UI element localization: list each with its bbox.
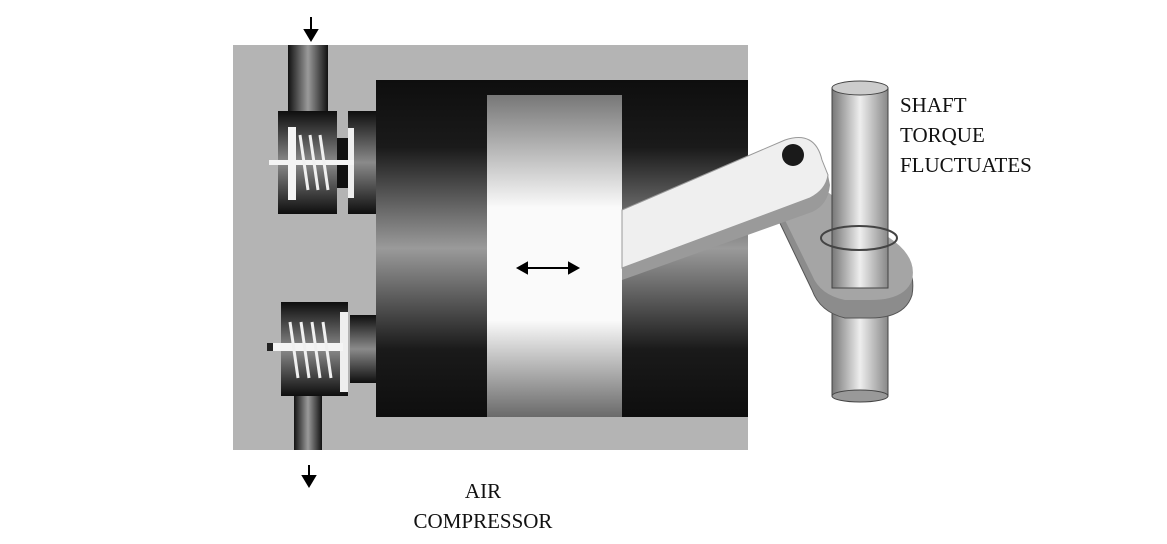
label-line: FLUCTUATES [900, 153, 1032, 177]
double-arrow-icon [515, 261, 581, 275]
label-line: TORQUE [900, 123, 985, 147]
outlet-valve-plate [340, 312, 348, 392]
arrow-down-icon [303, 17, 319, 42]
crank-pin [782, 144, 804, 166]
outlet-spring [288, 321, 333, 379]
outlet-pipe [294, 395, 322, 450]
outlet-valve-port [350, 315, 376, 383]
shaft-top [831, 80, 889, 96]
label-line: AIR [464, 479, 502, 503]
label-line: SHAFT [900, 93, 967, 117]
shaft-torque-label: SHAFT TORQUE FLUCTUATES [900, 90, 1032, 180]
arrow-down-icon [301, 465, 317, 488]
inlet-valve-stem [269, 160, 354, 165]
piston [487, 95, 622, 417]
inlet-pipe [288, 45, 328, 115]
shaft-collar [820, 225, 898, 251]
shaft-upper [831, 87, 889, 289]
air-compressor-label: AIR COMPRESSOR [383, 476, 583, 536]
label-line: COMPRESSOR [413, 509, 553, 533]
inlet-spring [298, 134, 330, 191]
